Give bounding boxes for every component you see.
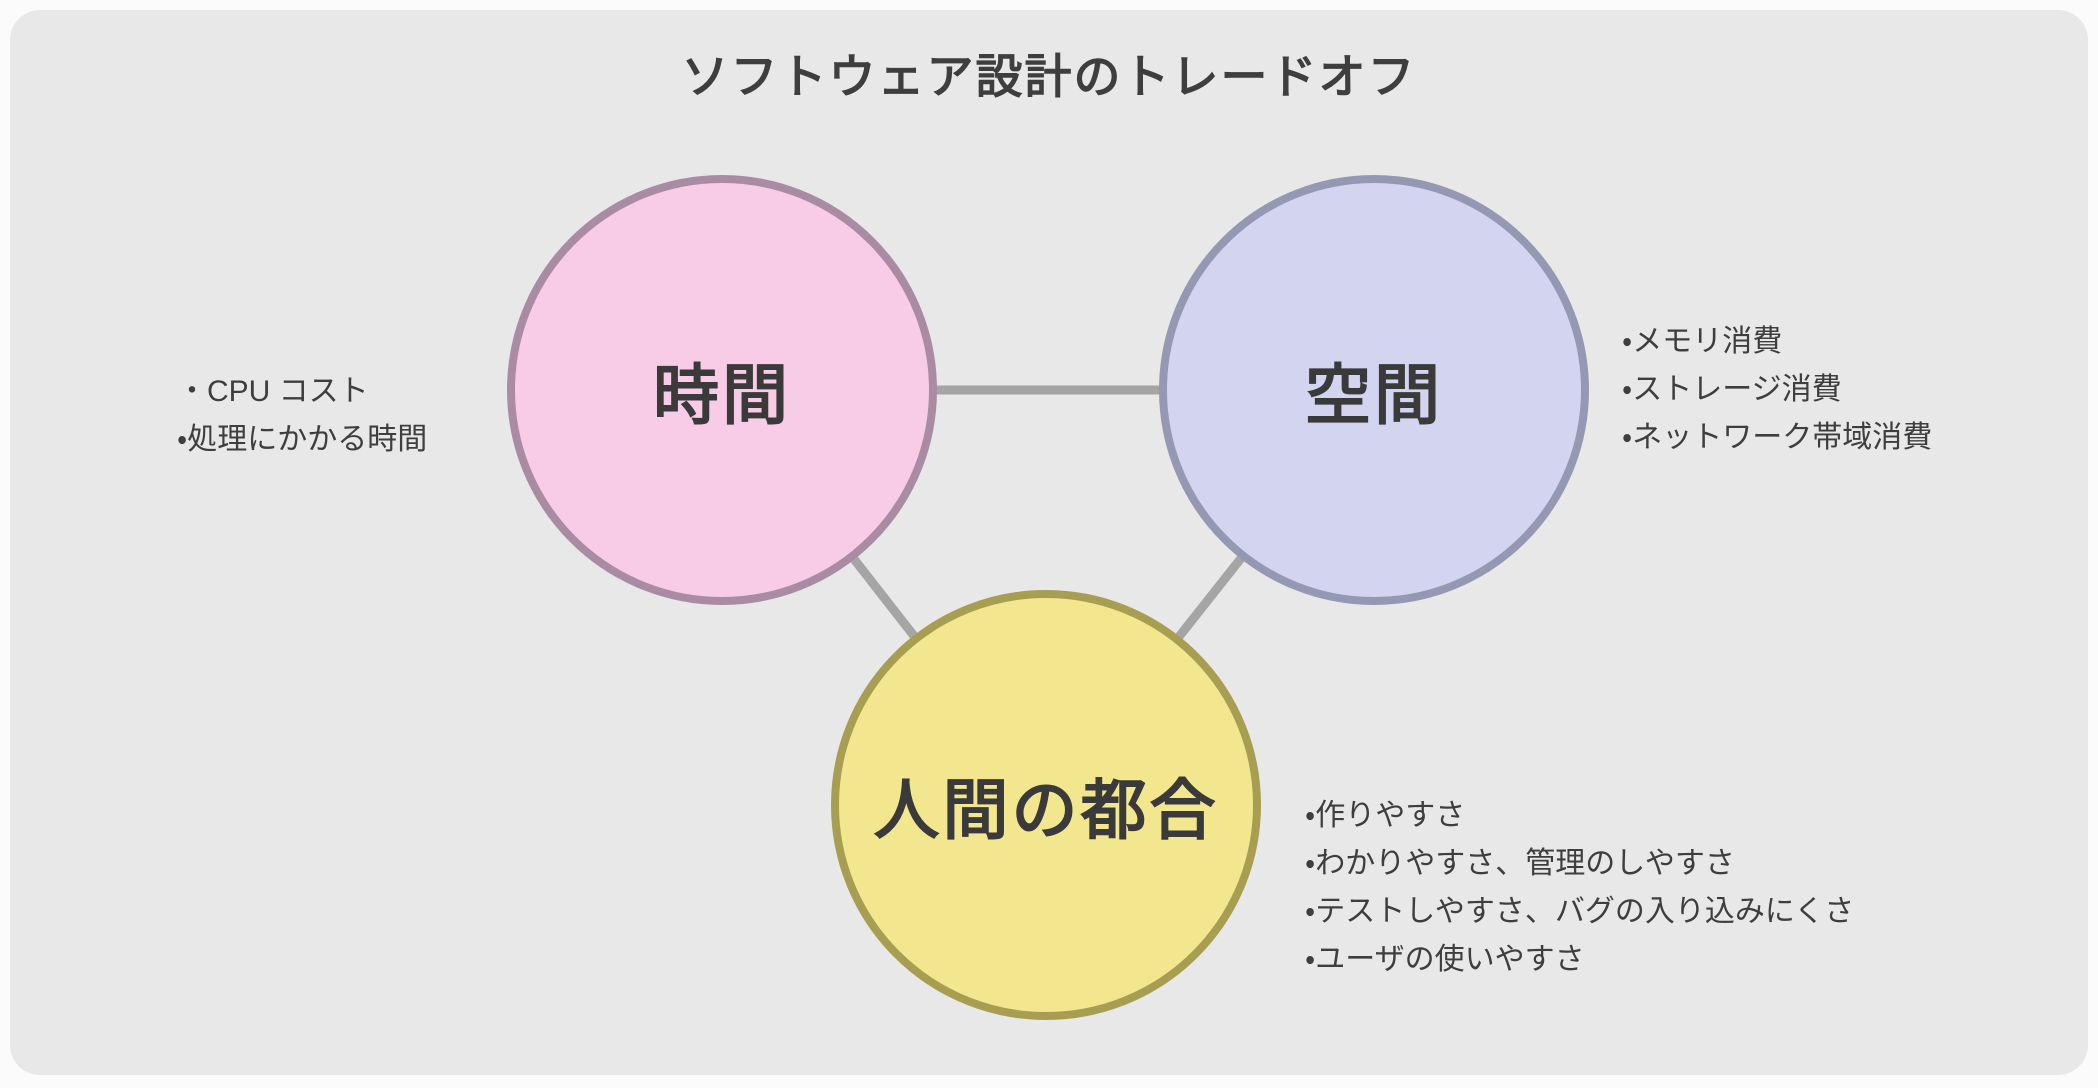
note-item: ・処理にかかる時間	[177, 423, 428, 456]
diagram-title: ソフトウェア設計のトレードオフ	[681, 50, 1417, 103]
node-space-label: 空間	[1305, 358, 1443, 432]
node-human-circle: 人間の都合	[831, 590, 1261, 1020]
node-time-label: 時間	[653, 358, 791, 432]
note-item: ・わかりやすさ、管理のしやすさ	[1305, 847, 1735, 880]
node-time-circle: 時間	[507, 175, 937, 605]
note-item: ・CPU コスト	[177, 375, 369, 408]
human-notes-list: ・作りやすさ ・わかりやすさ、管理のしやすさ ・テストしやすさ、バグの入り込みに…	[1305, 792, 1854, 984]
note-item: ・メモリ消費	[1622, 325, 1783, 358]
node-space-circle: 空間	[1159, 175, 1589, 605]
note-item: ・ユーザの使いやすさ	[1305, 943, 1585, 976]
time-notes-list: ・CPU コスト ・処理にかかる時間	[177, 368, 427, 464]
space-notes-list: ・メモリ消費 ・ストレージ消費 ・ネットワーク帯域消費	[1622, 318, 1932, 462]
node-human-label: 人間の都合	[873, 773, 1219, 847]
note-item: ・テストしやすさ、バグの入り込みにくさ	[1305, 895, 1855, 928]
note-item: ・ネットワーク帯域消費	[1622, 421, 1933, 454]
note-item: ・ストレージ消費	[1622, 373, 1842, 406]
note-item: ・作りやすさ	[1305, 799, 1466, 832]
